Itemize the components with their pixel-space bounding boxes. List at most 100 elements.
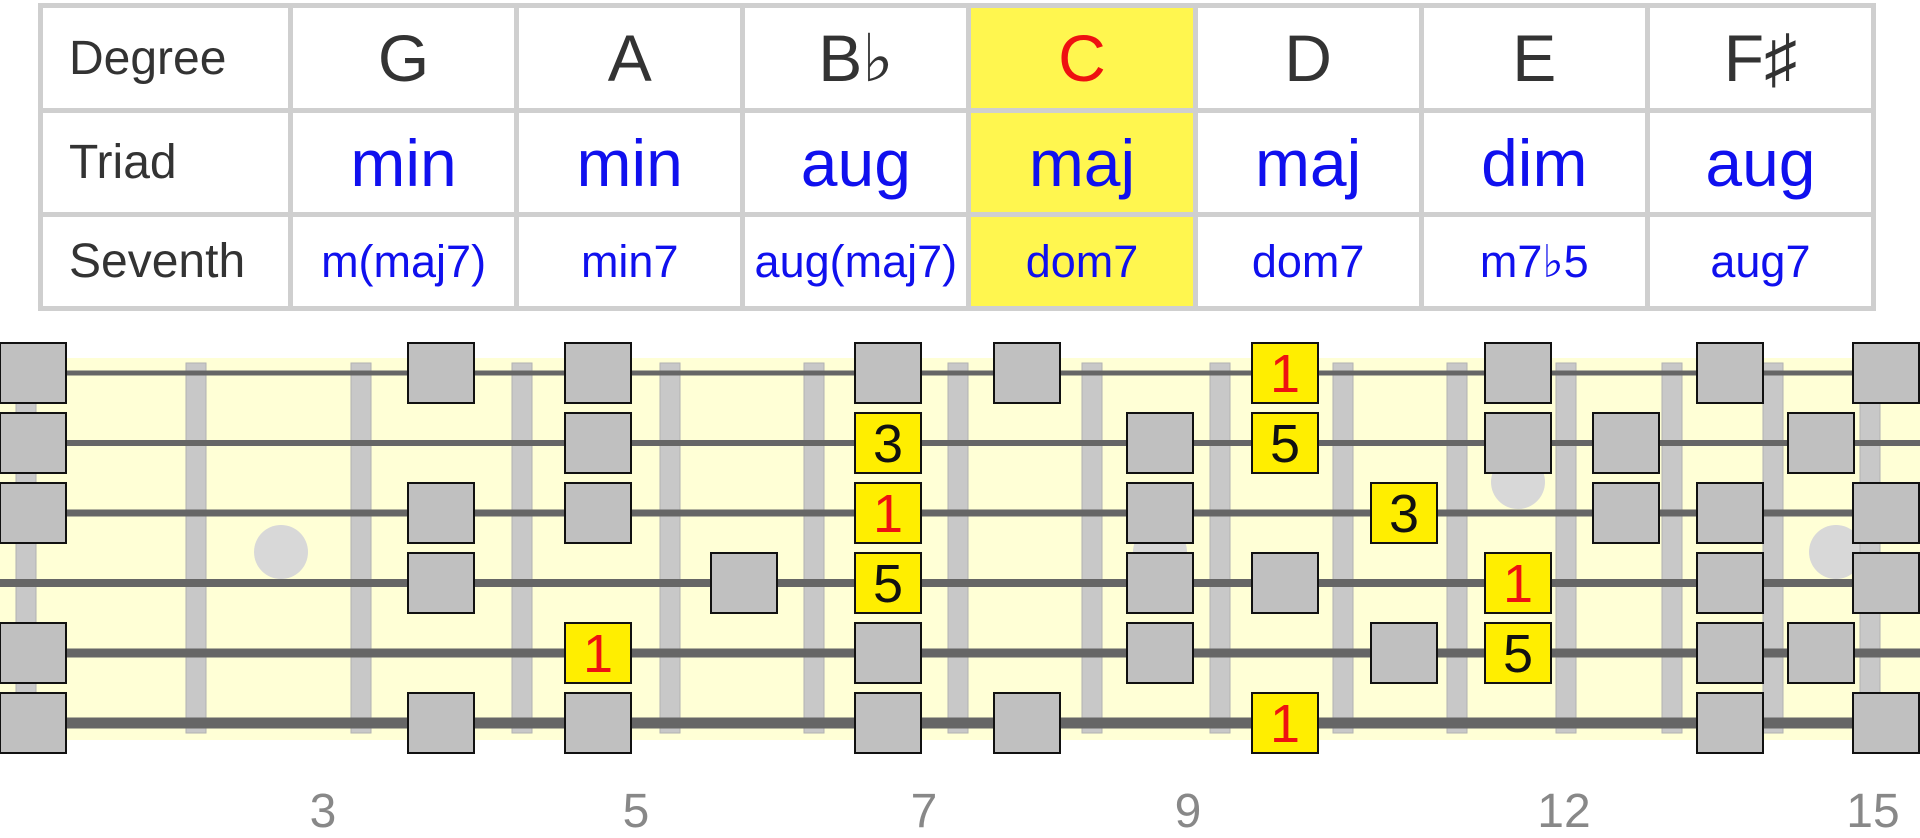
- string-2: [0, 440, 1920, 446]
- scale-note-s4-f8: [1251, 552, 1319, 614]
- chord-tone-box-s5-f10: [1484, 622, 1552, 684]
- scale-note-s4-f2: [407, 552, 475, 614]
- degree-cell-4: C: [966, 3, 1198, 113]
- seventh-row: Seventh m(maj7) min7 aug(maj7) dom7 dom7…: [38, 212, 1877, 311]
- chord-tone-label-s2-f8: 5: [1270, 414, 1300, 474]
- seventh-cell-1: m(maj7): [287, 212, 520, 311]
- scale-degree-table: Degree G A B♭ C D E F♯ Triad min min aug…: [38, 3, 1877, 311]
- scale-note-s3-f14: [1852, 482, 1920, 544]
- scale-note-s5-f15: [0, 622, 67, 684]
- seventh-row-label: Seventh: [38, 212, 293, 311]
- scale-note-s6-f14: [1852, 692, 1920, 754]
- seventh-cell-5: dom7: [1192, 212, 1424, 311]
- chord-tone-label-s6-f8: 1: [1270, 694, 1300, 754]
- scale-note-s1-f3: [564, 342, 632, 404]
- fret-number-5: 5: [623, 785, 650, 838]
- degree-cell-5: D: [1192, 3, 1424, 113]
- chord-tone-label-s4-f10: 1: [1503, 554, 1533, 614]
- guitar-strings: [0, 370, 1920, 729]
- degree-row-label: Degree: [38, 3, 293, 113]
- degree-cell-6: E: [1418, 3, 1650, 113]
- string-3: [0, 509, 1920, 517]
- scale-note-s3-f15: [0, 482, 67, 544]
- scale-note-s2-f11: [1592, 412, 1660, 474]
- fret-wire-6: [947, 362, 969, 734]
- scale-note-s2-f15: [0, 412, 67, 474]
- fret-wire-9: [1332, 362, 1354, 734]
- scale-note-s2-f10: [1484, 412, 1552, 474]
- chord-tone-box-s3-f9: [1370, 482, 1438, 544]
- chord-tone-label-s3-f9: 3: [1389, 484, 1419, 544]
- fret-wire-10: [1446, 362, 1468, 734]
- triad-cell-6: dim: [1418, 108, 1650, 217]
- scale-note-s6-f3: [564, 692, 632, 754]
- scale-note-s4-f14: [1852, 552, 1920, 614]
- scale-note-s5-f7: [1126, 622, 1194, 684]
- string-5: [0, 648, 1920, 658]
- degree-cell-7: F♯: [1644, 3, 1877, 113]
- scale-note-s6-f2: [407, 692, 475, 754]
- chord-tone-box-s2-f5: [854, 412, 922, 474]
- chord-tone-box-s2-f8: [1251, 412, 1319, 474]
- chord-tone-label-s5-f10: 5: [1503, 624, 1533, 684]
- scale-note-s3-f2: [407, 482, 475, 544]
- inlay-dot-fret-3: [254, 525, 308, 579]
- scale-note-s1-f12: [1696, 342, 1764, 404]
- fret-wire-7: [1081, 362, 1103, 734]
- fret-wire-5: [803, 362, 825, 734]
- degree-cell-3: B♭: [740, 3, 972, 113]
- degree-cell-2: A: [514, 3, 746, 113]
- scale-note-s4-f4: [710, 552, 778, 614]
- scale-note-s1-f6: [993, 342, 1061, 404]
- chord-tone-box-s4-f5: [854, 552, 922, 614]
- scale-note-s4-f7: [1126, 552, 1194, 614]
- fret-wire-8: [1209, 362, 1231, 734]
- scale-note-s1-f15: [0, 342, 67, 404]
- scale-note-s6-f12: [1696, 692, 1764, 754]
- chord-tone-box-s6-f8: [1251, 692, 1319, 754]
- fret-wire-13: [1762, 362, 1784, 734]
- triad-row: Triad min min aug maj maj dim aug: [38, 108, 1877, 217]
- seventh-cell-3: aug(maj7): [740, 212, 972, 311]
- triad-cell-3: aug: [740, 108, 972, 217]
- inlay-dot-fret-15: [1809, 525, 1863, 579]
- chord-tone-label-s5-f3: 1: [583, 624, 613, 684]
- chord-tone-box-s4-f10: [1484, 552, 1552, 614]
- scale-note-s2-f7: [1126, 412, 1194, 474]
- fret-number-9: 9: [1175, 785, 1202, 838]
- triad-cell-4: maj: [966, 108, 1198, 217]
- triad-cell-5: maj: [1192, 108, 1424, 217]
- scale-note-s5-f5: [854, 622, 922, 684]
- triad-cell-1: min: [287, 108, 520, 217]
- scale-note-s1-f5: [854, 342, 922, 404]
- fret-number-3: 3: [310, 785, 337, 838]
- chord-tone-label-s1-f8: 1: [1270, 344, 1300, 404]
- fret-wire-1: [185, 362, 207, 734]
- scale-note-s2-f13: [1787, 412, 1855, 474]
- fret-wire-12: [1661, 362, 1683, 734]
- scale-note-s4-f12: [1696, 552, 1764, 614]
- seventh-cell-2: min7: [514, 212, 746, 311]
- chord-tone-box-s5-f3: [564, 622, 632, 684]
- string-1: [0, 370, 1920, 376]
- fret-wire-3: [511, 362, 533, 734]
- chord-tone-label-s3-f5: 1: [873, 484, 903, 544]
- triad-row-label: Triad: [38, 108, 293, 217]
- degree-row: Degree G A B♭ C D E F♯: [38, 3, 1877, 113]
- chord-tone-label-s4-f5: 5: [873, 554, 903, 614]
- scale-note-s3-f7: [1126, 482, 1194, 544]
- fret-wire-4: [659, 362, 681, 734]
- scale-note-s3-f11: [1592, 482, 1660, 544]
- fret-number-12: 12: [1537, 785, 1590, 838]
- scale-note-s6-f6: [993, 692, 1061, 754]
- triad-cell-2: min: [514, 108, 746, 217]
- seventh-cell-7: aug7: [1644, 212, 1877, 311]
- fret-wire-2: [350, 362, 372, 734]
- chord-tone-box-s3-f5: [854, 482, 922, 544]
- triad-cell-7: aug: [1644, 108, 1877, 217]
- fret-wire-14: [1859, 362, 1881, 734]
- string-6: [0, 717, 1920, 729]
- scale-note-s5-f12: [1696, 622, 1764, 684]
